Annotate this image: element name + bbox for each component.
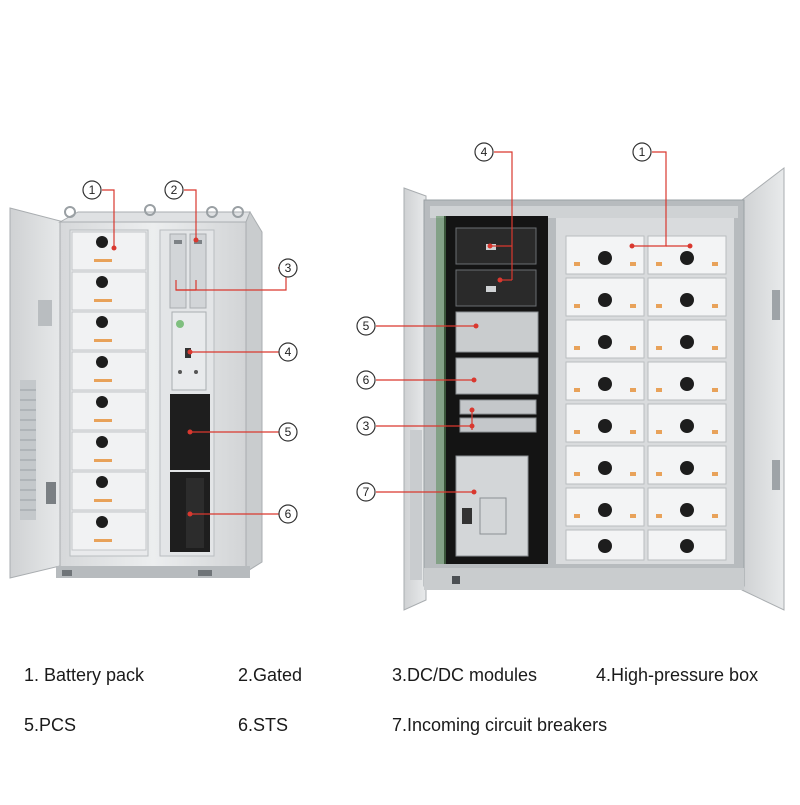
callout-number: 4 — [285, 345, 292, 359]
door-handle — [38, 300, 52, 326]
callout-number: 6 — [363, 373, 370, 387]
right-callout-lines — [376, 151, 690, 493]
gated-module-a — [169, 233, 187, 309]
left-cabinet-door — [9, 207, 65, 579]
legend-item-pcs: 5.PCS — [24, 715, 77, 735]
callout-number: 1 — [639, 145, 646, 159]
high-pressure-box-unit-b — [455, 269, 537, 307]
callout-number: 6 — [285, 507, 292, 521]
right-cabinet-right-door — [741, 166, 785, 611]
callout-number: 4 — [481, 145, 488, 159]
door-latch — [46, 482, 56, 504]
callout-number: 5 — [285, 425, 292, 439]
callout-markers — [82, 142, 652, 524]
legend-item-dcdc-modules: 3.DC/DC modules — [392, 665, 538, 685]
left-equipment-column — [159, 229, 215, 557]
gated-module-b — [189, 233, 207, 309]
legend-item-sts: 6.STS — [238, 715, 289, 735]
left-battery-stack — [69, 229, 149, 557]
incoming-circuit-breaker — [455, 455, 529, 557]
left-cabinet-base — [56, 566, 250, 578]
callout-number: 1 — [89, 183, 96, 197]
legend-item-incoming-circuit-breakers: 7.Incoming circuit breakers — [392, 715, 608, 735]
callout-number: 7 — [363, 485, 370, 499]
legend-item-battery-pack: 1. Battery pack — [24, 665, 145, 685]
right-battery-grid — [556, 218, 734, 564]
right-cabinet-base — [424, 568, 744, 590]
left-callout-lines — [102, 189, 287, 515]
callout-number: 3 — [363, 419, 370, 433]
legend-item-gated: 2.Gated — [238, 665, 303, 685]
callout-number: 3 — [285, 261, 292, 275]
dcdc-module-a — [459, 399, 537, 415]
right-cabinet — [376, 151, 785, 611]
callout-number: 2 — [171, 183, 178, 197]
legend-item-high-pressure-box: 4.High-pressure box — [596, 665, 759, 685]
left-cabinet — [9, 189, 287, 579]
dcdc-module-b — [459, 417, 537, 433]
sts-unit — [455, 357, 539, 395]
pcs-unit — [455, 311, 539, 353]
callout-number: 5 — [363, 319, 370, 333]
